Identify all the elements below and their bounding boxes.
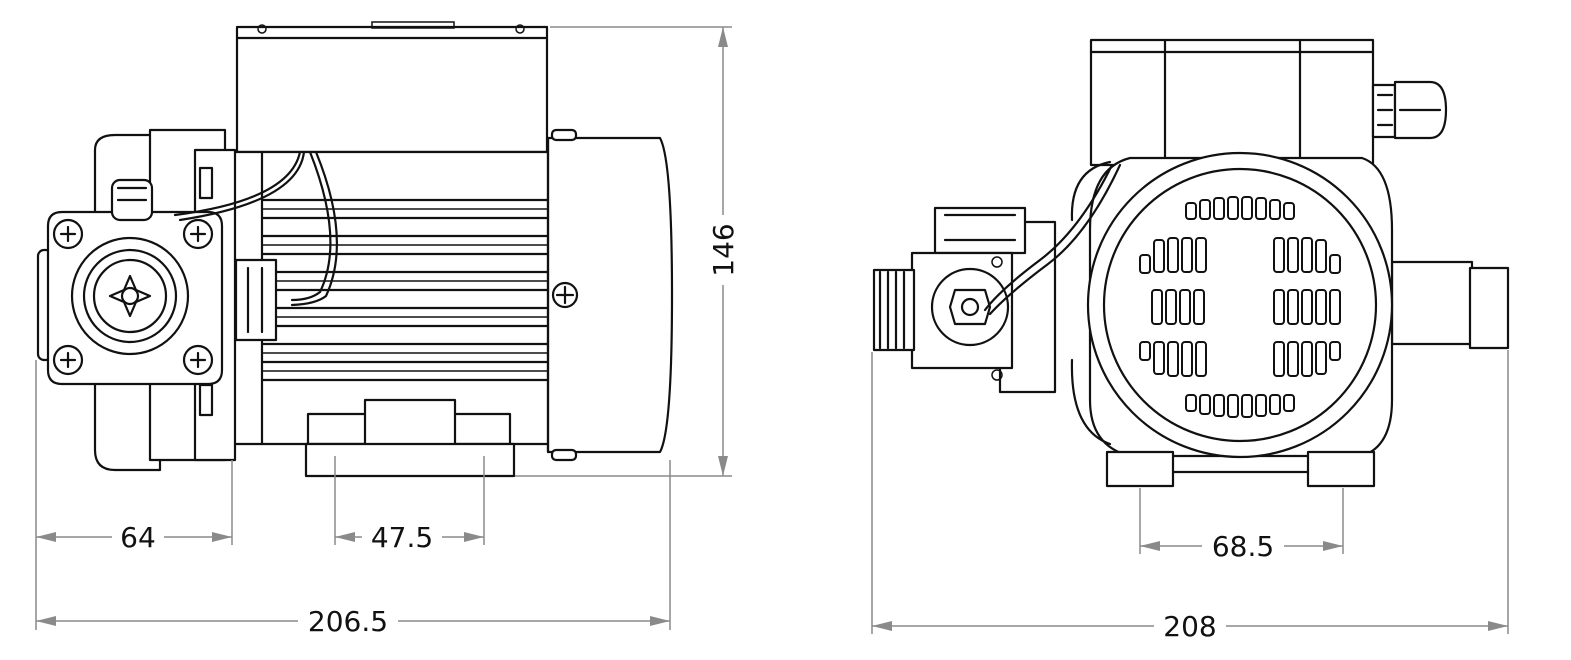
side-view: 146 64 47.5 206.5 bbox=[35, 21, 740, 638]
motor-body bbox=[230, 150, 552, 446]
side-dimensions: 146 64 47.5 206.5 bbox=[35, 26, 740, 638]
vent-slots bbox=[1139, 196, 1341, 418]
outlet-flange bbox=[46, 178, 224, 386]
dim-height-label: 146 bbox=[707, 223, 740, 276]
terminal-box bbox=[235, 21, 549, 154]
power-wires bbox=[173, 150, 338, 307]
inlet-port bbox=[1390, 260, 1510, 350]
front-dimensions: 68.5 208 bbox=[871, 350, 1509, 643]
front-view: 68.5 208 bbox=[871, 38, 1510, 643]
mounting-foot bbox=[304, 398, 516, 478]
pressure-switch bbox=[872, 206, 1057, 394]
dim-base-offset-label: 64 bbox=[120, 521, 156, 554]
dim-overall-length-label: 206.5 bbox=[308, 605, 388, 638]
front-terminal-box bbox=[1089, 38, 1448, 167]
dim-foot-width-label: 47.5 bbox=[371, 521, 433, 554]
front-wire bbox=[983, 163, 1122, 316]
dim-overall-width-label: 208 bbox=[1163, 610, 1216, 643]
dim-foot-spacing-label: 68.5 bbox=[1212, 530, 1274, 563]
fan-cover bbox=[546, 128, 674, 462]
front-feet bbox=[1105, 450, 1376, 488]
